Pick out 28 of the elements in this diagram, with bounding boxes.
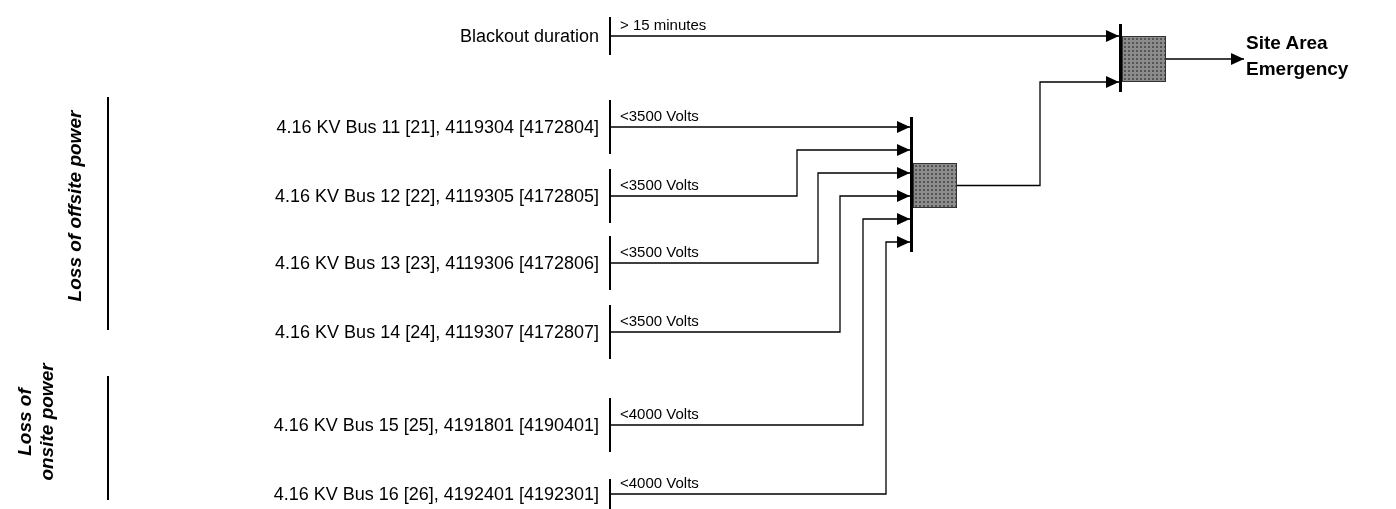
connector-arrow [610, 121, 911, 133]
connector-arrow [610, 30, 1120, 42]
edge-label: > 15 minutes [619, 17, 708, 33]
logic-gate [1119, 24, 1166, 92]
connector-arrow [956, 76, 1120, 187]
connector-arrow [610, 236, 911, 495]
signal-name: 4.16 KV Bus 11 [21], 4119304 [4172804] [276, 115, 599, 139]
edge-label: <3500 Volts [619, 244, 700, 260]
group-label: Loss of onsite power [14, 362, 58, 482]
logic-gate [910, 117, 957, 252]
signal-name: Blackout duration [459, 24, 599, 48]
edge-label: <4000 Volts [619, 406, 700, 422]
connector-arrow [610, 144, 911, 197]
group-label: Loss of offsite power [63, 109, 86, 304]
signal-name: 4.16 KV Bus 12 [22], 4119305 [4172805] [275, 184, 599, 208]
connector-arrow [610, 167, 911, 264]
connector-arrow [1165, 53, 1245, 65]
signal-name: 4.16 KV Bus 15 [25], 4191801 [4190401] [273, 413, 599, 437]
outcome-label: Site Area Emergency [1246, 30, 1396, 82]
connector-arrow [610, 213, 911, 426]
edge-label: <3500 Volts [619, 177, 700, 193]
edge-label: <3500 Volts [619, 313, 700, 329]
edge-label: <4000 Volts [619, 475, 700, 491]
connector-arrow [610, 190, 911, 333]
edge-label: <3500 Volts [619, 108, 700, 124]
signal-name: 4.16 KV Bus 13 [23], 4119306 [4172806] [275, 251, 599, 275]
signal-name: 4.16 KV Bus 14 [24], 4119307 [4172807] [275, 320, 599, 344]
signal-name: 4.16 KV Bus 16 [26], 4192401 [4192301] [273, 482, 599, 506]
